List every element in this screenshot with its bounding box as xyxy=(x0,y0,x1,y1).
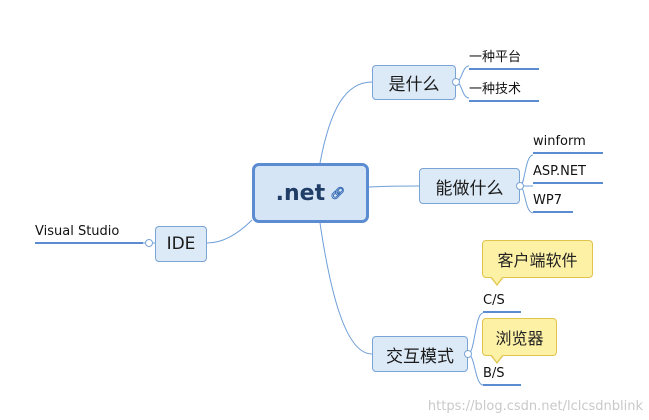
connector-mode-leaf1 xyxy=(467,312,484,355)
link-icon[interactable]: 🔗︎ xyxy=(330,186,346,200)
leaf-bs[interactable]: B/S xyxy=(483,366,521,386)
callout-client-software: 客户端软件 xyxy=(482,240,593,286)
leaf-wp7[interactable]: WP7 xyxy=(533,193,573,213)
connector-what xyxy=(319,81,373,164)
branch-can-do[interactable]: 能做什么 xyxy=(419,168,520,204)
connector-can-do xyxy=(368,185,420,188)
connector-cando-leaf1 xyxy=(519,154,534,187)
leaf-technology[interactable]: 一种技术 xyxy=(469,78,539,102)
collapse-toggle-what[interactable] xyxy=(452,78,460,86)
branch-what-label: 是什么 xyxy=(388,75,440,95)
leaf-platform[interactable]: 一种平台 xyxy=(469,46,539,70)
collapse-toggle-can-do[interactable] xyxy=(516,182,524,190)
connector-ide xyxy=(206,219,253,244)
leaf-visual-studio[interactable]: Visual Studio xyxy=(35,224,143,244)
branch-ide[interactable]: IDE xyxy=(155,226,207,262)
collapse-toggle-mode[interactable] xyxy=(464,350,472,358)
connector-mode xyxy=(319,222,373,355)
branch-what[interactable]: 是什么 xyxy=(372,65,456,100)
watermark: https://blog.csdn.net/lclcsdnblink xyxy=(427,399,643,414)
leaf-aspnet[interactable]: ASP.NET xyxy=(533,164,603,184)
collapse-toggle-ide[interactable] xyxy=(145,239,153,247)
connector-cando-leaf3 xyxy=(519,185,534,214)
leaf-cs[interactable]: C/S xyxy=(483,293,521,313)
leaf-winform[interactable]: winform xyxy=(533,134,603,154)
branch-ide-label: IDE xyxy=(166,234,196,254)
callout-browser: 浏览器 xyxy=(482,318,557,364)
branch-mode-label: 交互模式 xyxy=(386,346,454,367)
branch-can-do-label: 能做什么 xyxy=(435,178,504,199)
branch-mode[interactable]: 交互模式 xyxy=(372,336,468,372)
root-label: .net xyxy=(275,180,326,206)
root-node[interactable]: .net 🔗︎ xyxy=(252,163,369,223)
connector-mode-leaf2 xyxy=(467,353,484,386)
